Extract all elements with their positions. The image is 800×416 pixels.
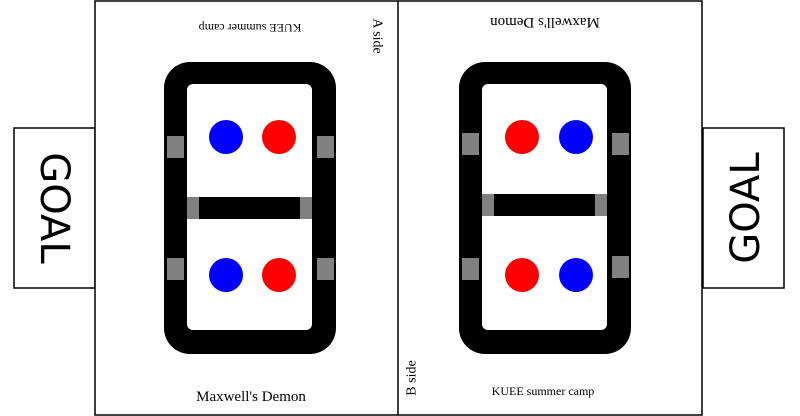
ball-red [262, 120, 296, 154]
ball-blue [559, 258, 593, 292]
ball-red [262, 258, 296, 292]
ball-blue [209, 258, 243, 292]
right-goal: GOAL [702, 127, 785, 289]
b-side-container [459, 62, 631, 354]
b-gate[interactable] [482, 194, 494, 216]
left-goal-label: GOAL [31, 152, 77, 264]
a-side-container [164, 62, 336, 354]
b-gate[interactable] [462, 133, 479, 155]
b-divider-wall [482, 194, 607, 216]
ball-blue [559, 120, 593, 154]
a-gate[interactable] [167, 258, 184, 280]
b-gate[interactable] [462, 258, 479, 280]
b-gate[interactable] [612, 256, 629, 278]
ball-red [505, 258, 539, 292]
left-goal: GOAL [13, 127, 96, 289]
a-side-bottom-text: Maxwell's Demon [196, 389, 306, 405]
a-gate[interactable] [167, 136, 184, 158]
right-goal-label: GOAL [723, 152, 769, 264]
a-side-top-text: KUEE summer camp [199, 21, 302, 35]
b-gate[interactable] [612, 133, 629, 155]
a-gate[interactable] [300, 197, 312, 219]
a-divider-wall [187, 197, 312, 219]
b-gate[interactable] [595, 194, 607, 216]
a-gate[interactable] [187, 197, 199, 219]
b-side-top-text: Maxwell's Demon [490, 14, 600, 30]
b-side-label: B side [405, 360, 420, 395]
a-side-label: A side [370, 18, 385, 53]
b-side-bottom-text: KUEE summer camp [492, 384, 595, 398]
ball-blue [209, 120, 243, 154]
ball-red [505, 120, 539, 154]
a-gate[interactable] [317, 258, 334, 280]
a-gate[interactable] [317, 136, 334, 158]
